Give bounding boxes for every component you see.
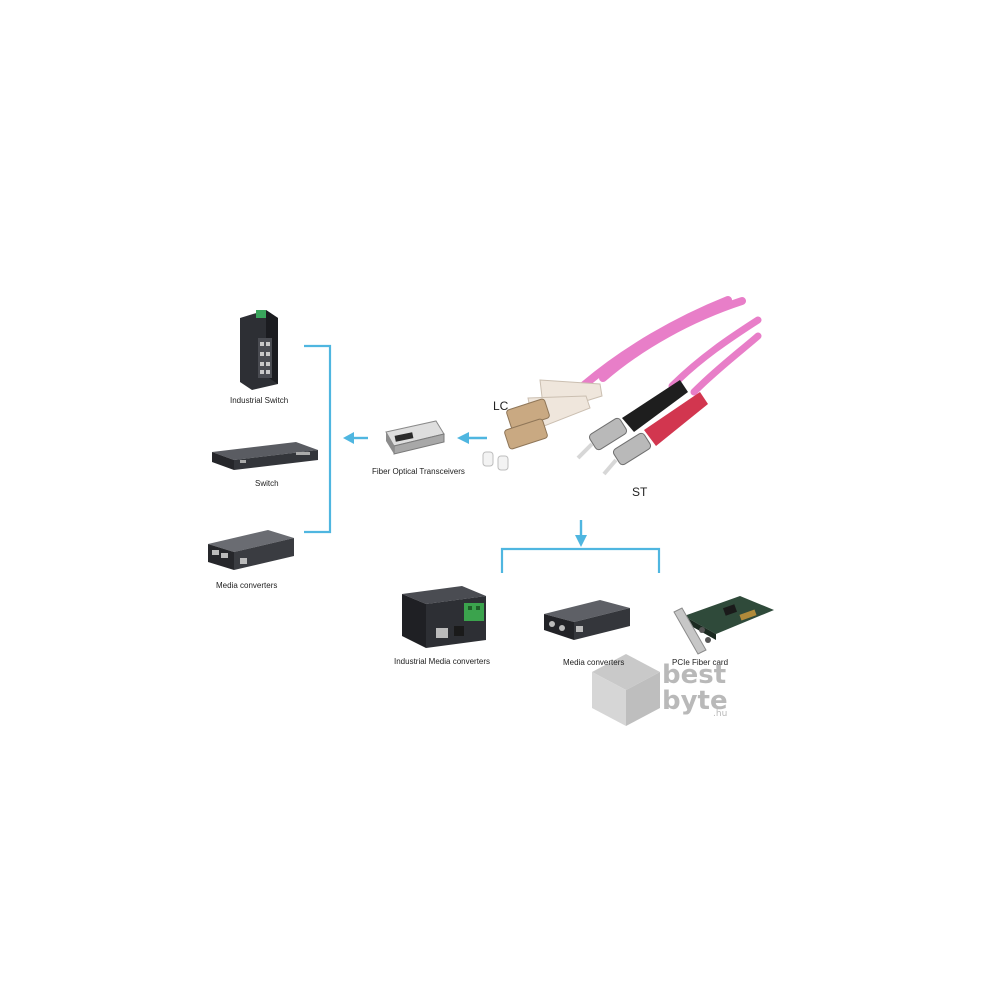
pcie-fiber-card-label: PCIe Fiber card	[672, 658, 729, 667]
left-bracket	[304, 344, 332, 534]
connector-lines	[304, 344, 661, 573]
watermark-domain: .hu	[713, 709, 728, 719]
watermark-byte: byte	[662, 686, 728, 716]
industrial-media-converter-icon	[402, 586, 486, 648]
watermark-best: best	[662, 660, 727, 690]
lc-label: LC	[493, 399, 509, 413]
pcie-card-icon	[673, 596, 774, 655]
transceiver-label: Fiber Optical Transceivers	[372, 467, 465, 476]
bestbyte-logo-mark	[592, 654, 660, 726]
media-converters-bottom-label: Media converters	[563, 658, 625, 667]
arrow-to-transceiver	[457, 432, 487, 444]
rack-switch-icon	[212, 442, 318, 470]
switch-label: Switch	[255, 479, 279, 488]
industrial-switch-icon	[240, 310, 278, 390]
industrial-media-converters-label: Industrial Media converters	[394, 657, 491, 666]
bottom-bracket	[500, 547, 661, 573]
media-converter-left-icon	[208, 530, 294, 570]
industrial-switch-label: Industrial Switch	[230, 396, 289, 405]
arrow-to-left-bracket	[343, 432, 368, 444]
sfp-transceiver-icon	[385, 420, 445, 455]
media-converters-left-label: Media converters	[216, 581, 278, 590]
lc-connector-icon	[482, 379, 603, 471]
arrow-down	[575, 520, 587, 547]
st-label: ST	[632, 485, 648, 499]
media-converter-bottom-icon	[544, 600, 630, 640]
st-connector-icon	[576, 380, 708, 476]
fiber-cable	[579, 296, 762, 396]
